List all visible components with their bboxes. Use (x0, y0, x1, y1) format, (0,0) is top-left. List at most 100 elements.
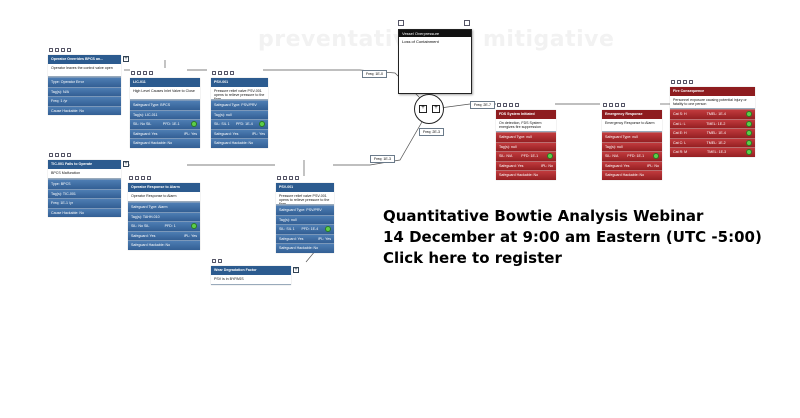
card-toolbar (497, 102, 519, 108)
settings-icon[interactable] (67, 153, 71, 157)
degradation-factor-card[interactable]: Wear Degradation Factor PSV is in BYPASS (211, 259, 291, 285)
barrier-card-operator-alarm[interactable]: Operator Response to Alarm Operator Resp… (128, 176, 200, 250)
safeguard-value: Safeguard: Yes (499, 163, 524, 168)
mitigation-field: Safeguard Type: null (602, 132, 662, 142)
webinar-registration-link[interactable]: Quantitative Bowtie Analysis Webinar 14 … (383, 206, 762, 269)
edit-icon[interactable] (49, 153, 53, 157)
edit-icon[interactable] (603, 103, 607, 107)
link-icon[interactable] (683, 80, 687, 84)
copy-icon[interactable] (283, 176, 287, 180)
preventative-watermark: preventative (258, 27, 424, 52)
edit-icon[interactable] (212, 71, 216, 75)
threat-field: Type: Operator Error (48, 77, 121, 87)
copy-icon[interactable] (55, 153, 59, 157)
copy-icon[interactable] (218, 259, 222, 263)
ipl-value: IPL: No (541, 163, 553, 168)
barrier-card-lic-011[interactable]: LIC-011 High Level Causes Inlet Valve to… (130, 71, 200, 148)
barrier-description: High Level Causes Inlet Valve to Close (130, 87, 200, 100)
edit-icon[interactable] (212, 259, 216, 263)
barrier-description: Operator Response to Alarm (128, 192, 200, 202)
link-icon[interactable] (143, 71, 147, 75)
edit-icon[interactable] (277, 176, 281, 180)
settings-icon[interactable] (230, 71, 234, 75)
card-toolbar (671, 79, 693, 85)
link-icon[interactable] (615, 103, 619, 107)
mitigation-description: On detection, FDS System energizes fire … (496, 119, 556, 132)
sil-value: SIL: SIL 1 (279, 227, 295, 232)
tmel-value: TMEL: 1E-2 (706, 140, 726, 145)
hazard-hub-node[interactable]: + + (414, 94, 444, 124)
promo-register[interactable]: Click here to register (383, 249, 562, 267)
edit-icon[interactable] (131, 71, 135, 75)
threat-field: Tag(s): N/A (48, 86, 121, 96)
settings-icon[interactable] (689, 80, 693, 84)
settings-icon[interactable] (149, 71, 153, 75)
link-icon[interactable] (224, 71, 228, 75)
tmel-value: TMEL: 1E-4 (706, 131, 726, 136)
link-icon[interactable] (61, 48, 65, 52)
settings-icon[interactable] (147, 176, 151, 180)
expand-left-button[interactable]: + (419, 105, 427, 113)
barrier-description: Pressure relief valve PSV-001 opens to r… (276, 192, 334, 205)
ipl-value: IPL: Yes (251, 131, 265, 136)
trash-icon[interactable] (464, 20, 470, 26)
settings-icon[interactable] (621, 103, 625, 107)
link-icon[interactable] (61, 153, 65, 157)
threat-card-1[interactable]: Operator Overrides BPCS an... Operator l… (48, 48, 121, 115)
settings-icon[interactable] (515, 103, 519, 107)
barrier-card-psv-001-b[interactable]: PSV-001 Pressure relief valve PSV-001 op… (276, 176, 334, 253)
degradation-title: Wear Degradation Factor (211, 266, 291, 275)
edit-icon[interactable] (129, 176, 133, 180)
copy-icon[interactable] (135, 176, 139, 180)
settings-icon[interactable] (295, 176, 299, 180)
copy-icon[interactable] (137, 71, 141, 75)
status-ok-icon (325, 226, 331, 233)
card-toolbar (212, 258, 222, 264)
mitigation-card-emergency[interactable]: Emergency Response Emergency Response to… (602, 103, 662, 180)
edit-icon[interactable] (49, 48, 53, 52)
tmel-value: TMEL: 1E-4 (706, 112, 726, 117)
edit-icon[interactable] (398, 20, 404, 26)
copy-icon[interactable] (677, 80, 681, 84)
threat-field: Tag(s): TIC-001 (48, 188, 121, 198)
frequency-label: Freq: 1E-3 (370, 155, 395, 163)
pfd-value: PFD: 1 (164, 224, 176, 229)
barrier-title: PSV-001 (211, 78, 268, 87)
edit-icon[interactable] (497, 103, 501, 107)
degradation-description: PSV is in BYPASS (211, 275, 291, 285)
category-label: Cat S: H (673, 112, 687, 117)
settings-icon[interactable] (67, 48, 71, 52)
link-icon[interactable] (141, 176, 145, 180)
safeguard-value: Safeguard: Yes (279, 236, 304, 241)
mitigation-card-fds[interactable]: FDS System Initiated On detection, FDS S… (496, 103, 556, 180)
copy-icon[interactable] (609, 103, 613, 107)
barrier-card-psv-001[interactable]: PSV-001 Pressure relief valve PSV-001 op… (211, 71, 268, 148)
expand-right-button[interactable]: + (432, 105, 440, 113)
copy-icon[interactable] (503, 103, 507, 107)
edit-icon[interactable] (671, 80, 675, 84)
link-icon[interactable] (289, 176, 293, 180)
sil-value: SIL: N/A (605, 154, 619, 159)
add-node-button[interactable]: + (123, 56, 129, 62)
threat-card-2[interactable]: TIC-001 Fails to Operate BPCS Malfunctio… (48, 153, 121, 217)
add-node-button[interactable]: + (123, 161, 129, 167)
top-event-title: Vessel Overpressure (399, 30, 471, 37)
consequence-card[interactable]: Fire Consequence Personnel exposure caus… (670, 80, 755, 157)
barrier-field: Tag(s): LIC-011 (130, 109, 200, 119)
add-node-button[interactable]: + (293, 267, 299, 273)
link-icon[interactable] (509, 103, 513, 107)
card-toolbar (129, 175, 151, 181)
card-toolbar (212, 70, 234, 76)
pfd-value: PFD: 1E-1 (521, 154, 539, 159)
copy-icon[interactable] (55, 48, 59, 52)
copy-icon[interactable] (218, 71, 222, 75)
card-toolbar (277, 175, 299, 181)
top-event-card[interactable]: Vessel Overpressure Loss of Containment (398, 29, 472, 94)
barrier-description: Pressure relief valve PSV-001 opens to r… (211, 87, 268, 100)
